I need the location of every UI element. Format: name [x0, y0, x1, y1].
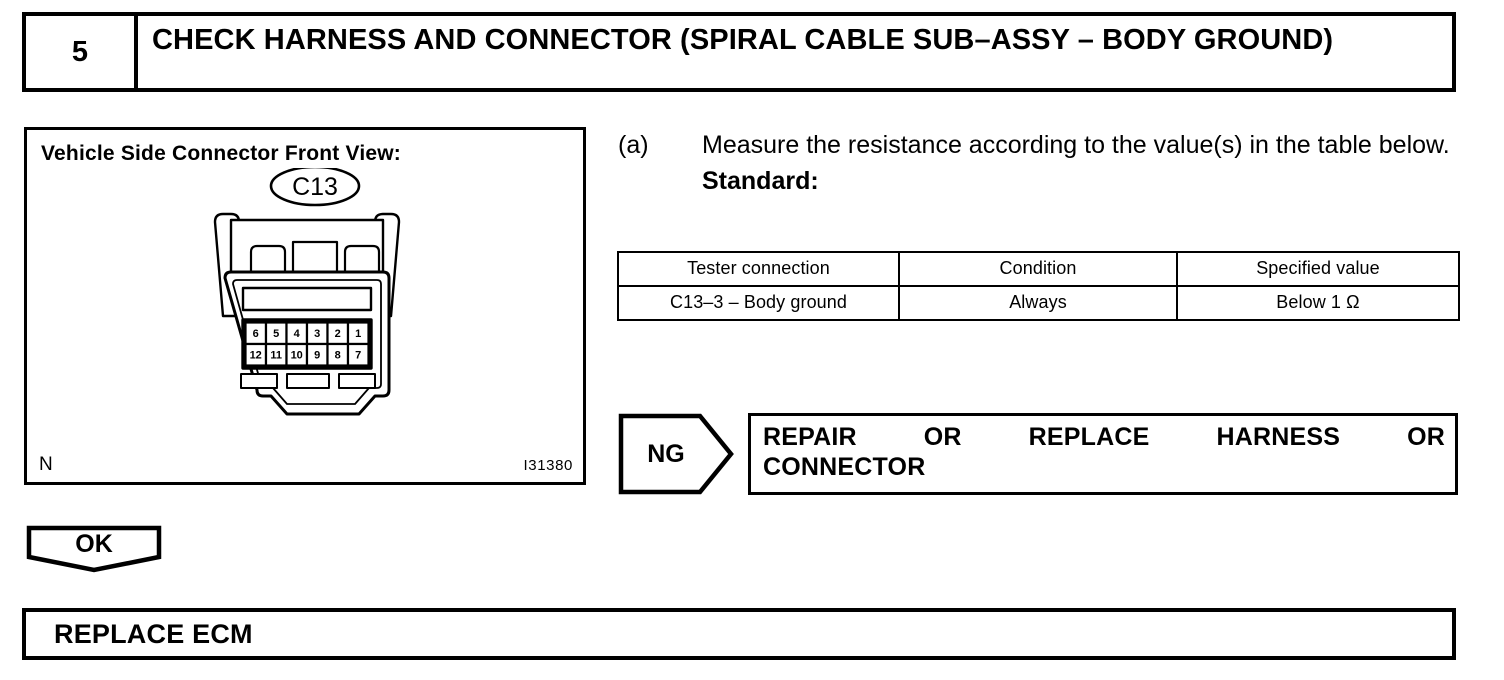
instruction-marker: (a)	[618, 131, 649, 159]
ng-flag: NG	[618, 413, 734, 495]
top-tab-center	[291, 240, 339, 274]
ng-action-line-2: CONNECTOR	[763, 453, 926, 481]
pin-number-12: 12	[250, 350, 262, 362]
specification-table: Tester connection Condition Specified va…	[617, 251, 1460, 321]
table-header-specified-value: Specified value	[1176, 251, 1460, 287]
step-title: CHECK HARNESS AND CONNECTOR (SPIRAL CABL…	[152, 24, 1334, 56]
instruction-block: (a) Measure the resistance according to …	[618, 126, 1458, 199]
step-title-cell: CHECK HARNESS AND CONNECTOR (SPIRAL CABL…	[138, 16, 1452, 88]
step-number-cell: 5	[26, 16, 138, 88]
connector-figure-panel: Vehicle Side Connector Front View:	[24, 127, 586, 485]
step-number: 5	[71, 35, 89, 68]
top-tab-right	[343, 244, 381, 274]
bottom-slot-right	[338, 373, 376, 389]
cell-condition: Always	[898, 285, 1178, 321]
figure-id-label: I31380	[523, 457, 573, 474]
figure-caption: Vehicle Side Connector Front View:	[41, 142, 401, 165]
ng-action-box: REPAIR OR REPLACE HARNESS OR CONNECTOR	[748, 413, 1458, 495]
standard-label: Standard:	[702, 166, 819, 195]
pin-cell	[346, 342, 370, 367]
ok-flag: OK	[26, 525, 162, 573]
ng-flag-label: NG	[647, 439, 685, 468]
bottom-slot-center	[286, 373, 330, 389]
pin-number-6: 6	[253, 328, 259, 340]
ng-action-line-1: REPAIR OR REPLACE HARNESS OR	[763, 423, 1445, 451]
cell-tester-connection: C13–3 – Body ground	[617, 285, 900, 321]
table-header-condition: Condition	[898, 251, 1178, 287]
pin-number-2: 2	[335, 328, 341, 340]
pin-number-7: 7	[355, 350, 361, 362]
connector-code-ellipse	[269, 168, 361, 207]
connector-illustration: C13 6 5 4 3 2 1 12 11 10 9 8 7	[195, 168, 435, 428]
final-action-box: REPLACE ECM	[22, 608, 1456, 660]
orientation-marker: N	[39, 454, 53, 475]
table-row: C13–3 – Body ground Always Below 1 Ω	[617, 285, 1460, 321]
ok-flag-label: OK	[75, 529, 113, 558]
table-header-row: Tester connection Condition Specified va…	[617, 251, 1460, 287]
pin-number-4: 4	[294, 328, 301, 340]
pin-number-8: 8	[335, 350, 341, 362]
pin-grid	[244, 321, 370, 367]
ng-flag-arrow-shape	[618, 413, 734, 495]
pin-number-11: 11	[270, 350, 282, 362]
bottom-slot-left	[240, 373, 278, 389]
top-tab-left	[249, 244, 287, 274]
instruction-text: Measure the resistance according to the …	[702, 131, 1450, 159]
pin-number-9: 9	[314, 350, 320, 362]
pin-number-3: 3	[314, 328, 320, 340]
pin-number-5: 5	[273, 328, 279, 340]
ok-flag-arrow-shape	[26, 525, 162, 573]
step-header-box: 5 CHECK HARNESS AND CONNECTOR (SPIRAL CA…	[22, 12, 1456, 92]
pin-number-1: 1	[355, 328, 361, 340]
connector-top-slot	[241, 286, 373, 312]
ng-result-row: NG REPAIR OR REPLACE HARNESS OR CONNECTO…	[618, 413, 1458, 495]
final-action-label: REPLACE ECM	[54, 618, 253, 649]
instruction-row: (a) Measure the resistance according to …	[618, 126, 1458, 165]
pin-number-10: 10	[291, 350, 303, 362]
connector-code-label: C13	[292, 173, 338, 201]
cell-specified-value: Below 1 Ω	[1176, 285, 1460, 321]
table-header-tester-connection: Tester connection	[617, 251, 900, 287]
